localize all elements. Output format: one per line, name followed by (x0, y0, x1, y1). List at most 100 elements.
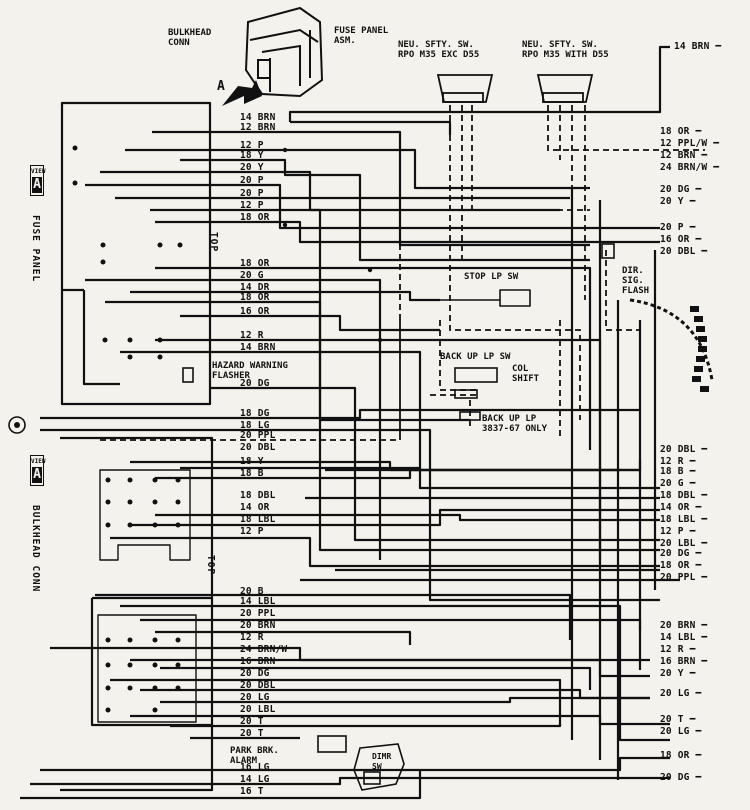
view-a-letter: A (217, 79, 225, 94)
wire-label-right: 12 R ━ (660, 644, 696, 655)
wire-label-left: 20 DBL (240, 442, 276, 453)
wire-label-right: 14 BRN ━ (674, 41, 722, 52)
wire-label-left: 18 DG (240, 408, 270, 419)
wire-label-right: 18 OR ━ (660, 560, 702, 571)
wire-label-left: 20 P (240, 175, 264, 186)
wire-label-left: 20 P (240, 188, 264, 199)
wire-label-left: 18 Y (240, 150, 264, 161)
wire-label-right: 20 LBL ━ (660, 538, 708, 549)
wire-label-right: 12 BRN ━ (660, 150, 708, 161)
wire-label-right: 20 DG ━ (660, 772, 702, 783)
wire-label-left: 18 DBL (240, 490, 276, 501)
wire-label-left: 24 BRN/W (240, 644, 288, 655)
wire-label-left: 20 PPL (240, 608, 276, 619)
wire-label-left: 20 LG (240, 692, 270, 703)
hazard-flasher-label: HAZARD WARNING FLASHER (212, 361, 288, 381)
col-shift-label: COL SHIFT (512, 364, 540, 384)
wire-label-right: 20 BRN ━ (660, 620, 708, 631)
fuse-panel-asm-body (244, 6, 324, 98)
park-brk-alarm-label: PARK BRK. ALARM (230, 746, 279, 766)
wire-label-left: 20 PPL (240, 430, 276, 441)
wire-label-right: 14 OR ━ (660, 502, 702, 513)
wire-label-right: 20 G ━ (660, 478, 696, 489)
wire-label-right: 18 OR ━ (660, 126, 702, 137)
wire-label-right: 20 Y ━ (660, 668, 696, 679)
fuse-panel-side-label: FUSE PANEL (30, 215, 41, 283)
wire-label-left: 14 LBL (240, 596, 276, 607)
wire-label-left: 20 G (240, 270, 264, 281)
wire-label-right: 20 Y ━ (660, 196, 696, 207)
neu-sfty-sw-with-label: NEU. SFTY. SW. RPO M35 WITH D55 (522, 40, 609, 60)
wire-label-left: 20 DG (240, 668, 270, 679)
wire-label-left: 14 BRN (240, 342, 276, 353)
wire-label-right: 18 LBL ━ (660, 514, 708, 525)
bulkhead-conn-label: BULKHEAD CONN (168, 28, 212, 48)
view-a-arrow (222, 80, 262, 106)
wire-label-right: 20 DG ━ (660, 184, 702, 195)
wire-label-right: 20 LG ━ (660, 688, 702, 699)
wire-label-left: 18 OR (240, 258, 270, 269)
wire-label-right: 20 LG ━ (660, 726, 702, 737)
wire-label-right: 20 DBL ━ (660, 444, 708, 455)
wire-label-right: 18 OR ━ (660, 750, 702, 761)
steering-column-arc (629, 298, 714, 381)
top-label-bulkhead: TOP (205, 555, 216, 576)
wire-label-left: 12 R (240, 632, 264, 643)
wire-label-left: 20 DBL (240, 680, 276, 691)
back-up-lp-only-label: BACK UP LP 3837-67 ONLY (482, 414, 548, 434)
wire-label-right: 20 P ━ (660, 222, 696, 233)
bulkhead-conn-plate-upper (99, 469, 191, 561)
wire-label-left: 20 T (240, 716, 264, 727)
wire-label-right: 12 P ━ (660, 526, 696, 537)
bulkhead-conn-outline (60, 436, 214, 792)
wire-label-right: 16 OR ━ (660, 234, 702, 245)
wire-label-left: 18 LG (240, 420, 270, 431)
wire-label-left: 12 BRN (240, 122, 276, 133)
wire-label-left: 16 T (240, 786, 264, 797)
wire-label-right: 20 PPL ━ (660, 572, 708, 583)
wire-label-right: 12 R ━ (660, 456, 696, 467)
wire-label-left: 14 DR (240, 282, 270, 293)
fuse-panel-asm-label: FUSE PANEL ASM. (334, 26, 389, 46)
top-label-fuse-panel: TOP (208, 232, 219, 253)
stop-lp-sw-label: STOP LP SW (464, 272, 519, 282)
wire-label-left: 18 Y (240, 456, 264, 467)
wire-label-right: 20 DG ━ (660, 548, 702, 559)
wire-label-left: 12 R (240, 330, 264, 341)
wire-label-right: 14 LBL ━ (660, 632, 708, 643)
wire-label-right: 20 DBL ━ (660, 246, 708, 257)
wire-label-left: 20 B (240, 586, 264, 597)
back-up-lp-sw-label: BACK UP LP SW (440, 352, 511, 362)
dimr-sw-label: DIMR SW (372, 752, 392, 771)
wire-label-right: 16 BRN ━ (660, 656, 708, 667)
wire-label-left: 12 P (240, 200, 264, 211)
wire-label-left: 16 LG (240, 762, 270, 773)
wire-label-left: 14 LG (240, 774, 270, 785)
wire-label-left: 20 DG (240, 378, 270, 389)
wire-label-left: 18 B (240, 468, 264, 479)
wire-label-right: 18 DBL ━ (660, 490, 708, 501)
wire-label-left: 16 OR (240, 306, 270, 317)
fuse-panel-outline (60, 101, 212, 406)
wire-label-right: 12 PPL/W ━ (660, 138, 720, 149)
wire-label-left: 20 BRN (240, 620, 276, 631)
wire-label-left: 16 BRN (240, 656, 276, 667)
wire-label-left: 20 Y (240, 162, 264, 173)
bulkhead-conn-side-label: BULKHEAD CONN (30, 505, 41, 593)
wire-label-left: 14 OR (240, 502, 270, 513)
wire-label-left: 20 LBL (240, 704, 276, 715)
wire-label-left: 18 OR (240, 292, 270, 303)
dir-sig-flash-label: DIR. SIG. FLASH (622, 266, 650, 296)
wire-label-left: 20 T (240, 728, 264, 739)
wire-label-right: 24 BRN/W ━ (660, 162, 720, 173)
wire-label-right: 20 T ━ (660, 714, 696, 725)
wire-label-left: 12 P (240, 140, 264, 151)
wire-label-left: 18 LBL (240, 514, 276, 525)
wire-label-left: 18 OR (240, 212, 270, 223)
bulkhead-conn-plate-lower (97, 614, 197, 723)
wire-label-left: 14 BRN (240, 112, 276, 123)
